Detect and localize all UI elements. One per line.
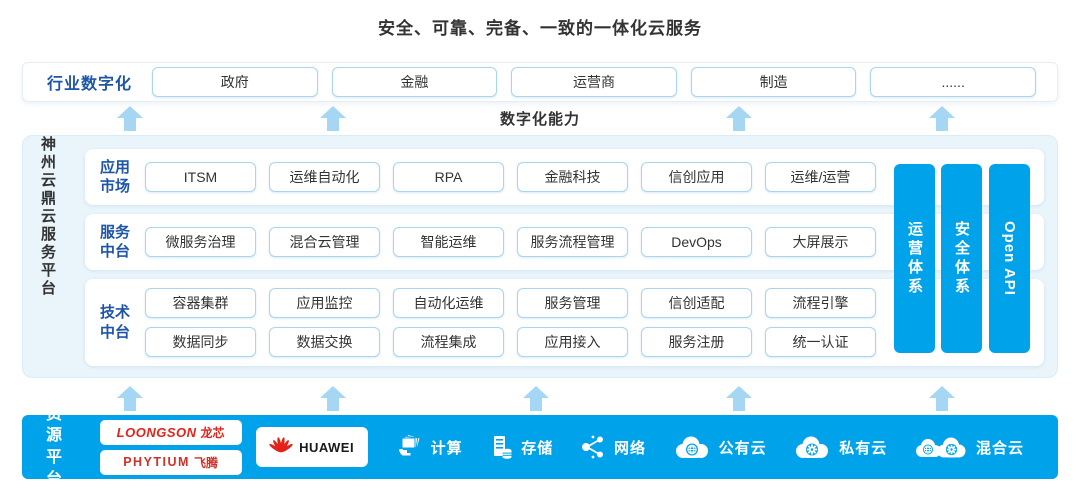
resource-storage: 存储 bbox=[488, 433, 553, 461]
row-label-tech-platform: 技术中台 bbox=[99, 304, 130, 341]
phytium-wordmark: PHYTIUM bbox=[123, 455, 190, 469]
module-microservice-governance: 微服务治理 bbox=[145, 227, 256, 257]
module-xinchuang-app: 信创应用 bbox=[641, 162, 752, 192]
resource-bar-label: 资源平台 bbox=[46, 405, 64, 488]
loongson-cn-label: 龙芯 bbox=[200, 425, 225, 440]
up-arrow-icon bbox=[929, 106, 955, 132]
up-arrow-icon bbox=[117, 106, 143, 132]
module-automated-ops: 自动化运维 bbox=[393, 288, 504, 318]
row-app-market: 应用市场 ITSM 运维自动化 RPA 金融科技 信创应用 运维/运营 bbox=[85, 149, 1044, 205]
up-arrow-icon bbox=[523, 386, 549, 412]
module-itsm: ITSM bbox=[145, 162, 256, 192]
loongson-wordmark: LOONGSON bbox=[116, 424, 197, 440]
resource-private-cloud: 私有云 bbox=[792, 434, 887, 461]
module-app-access: 应用接入 bbox=[517, 327, 628, 357]
phytium-logo: PHYTIUM 飞腾 bbox=[99, 449, 242, 475]
phytium-cn-label: 飞腾 bbox=[193, 455, 218, 470]
resource-items: 计算 bbox=[368, 433, 1058, 461]
module-rpa: RPA bbox=[393, 162, 504, 192]
vendor-logos: LOONGSON 龙芯 PHYTIUM 飞腾 bbox=[99, 419, 242, 475]
huawei-flower-icon bbox=[269, 437, 293, 453]
module-data-sync: 数据同步 bbox=[145, 327, 256, 357]
module-unified-auth: 统一认证 bbox=[765, 327, 876, 357]
up-arrow-icon bbox=[726, 386, 752, 412]
public-cloud-icon bbox=[675, 436, 708, 458]
platform-side-label: 神州云鼎云服务平台 bbox=[39, 136, 56, 298]
platform-rows: 应用市场 ITSM 运维自动化 RPA 金融科技 信创应用 运维/运营 服务中台… bbox=[85, 149, 1044, 375]
module-ops-automation: 运维自动化 bbox=[269, 162, 380, 192]
module-service-process-mgmt: 服务流程管理 bbox=[517, 227, 628, 257]
module-devops: DevOps bbox=[641, 227, 752, 257]
up-arrow-icon bbox=[726, 106, 752, 132]
industry-item-finance: 金融 bbox=[331, 67, 498, 97]
pillar-open-api: Open API bbox=[989, 164, 1030, 353]
pillar-security-system: 安全体系 bbox=[941, 164, 982, 353]
digital-capability-label: 数字化能力 bbox=[499, 111, 581, 128]
page-title: 安全、可靠、完备、一致的一体化云服务 bbox=[378, 19, 702, 38]
up-arrow-icon bbox=[320, 386, 346, 412]
module-hybrid-cloud-mgmt: 混合云管理 bbox=[269, 227, 380, 257]
row-tech-platform: 技术中台 容器集群 应用监控 自动化运维 服务管理 信创适配 流程引擎 数据同步… bbox=[85, 279, 1044, 366]
platform-panel: 神州云鼎云服务平台 应用市场 ITSM 运维自动化 RPA 金融科技 信创应用 … bbox=[22, 135, 1058, 378]
module-aiops: 智能运维 bbox=[393, 227, 504, 257]
up-arrow-icon bbox=[320, 106, 346, 132]
module-service-mgmt: 服务管理 bbox=[517, 288, 628, 318]
row-label-app-market: 应用市场 bbox=[99, 158, 130, 196]
up-arrow-icon bbox=[929, 386, 955, 412]
industry-item-more: ...... bbox=[870, 67, 1036, 97]
module-ops-operation: 运维/运营 bbox=[765, 162, 876, 192]
row-label-service-platform: 服务中台 bbox=[99, 223, 130, 261]
industry-item-manufacturing: 制造 bbox=[690, 67, 857, 97]
row-service-platform: 服务中台 微服务治理 混合云管理 智能运维 服务流程管理 DevOps 大屏展示 bbox=[85, 214, 1044, 270]
huawei-logo: HUAWEI bbox=[255, 427, 368, 467]
pillar-operation-system: 运营体系 bbox=[894, 164, 935, 353]
module-fintech: 金融科技 bbox=[517, 162, 628, 192]
resource-bar: 资源平台 LOONGSON 龙芯 PHYTIUM 飞腾 bbox=[22, 406, 1058, 488]
industry-item-government: 政府 bbox=[152, 67, 318, 97]
module-process-integration: 流程集成 bbox=[393, 327, 504, 357]
module-app-monitoring: 应用监控 bbox=[269, 288, 380, 318]
resource-network: 网络 bbox=[579, 434, 646, 460]
resource-hybrid-cloud: 混合云 bbox=[913, 434, 1024, 461]
module-xinchuang-adaptation: 信创适配 bbox=[641, 288, 752, 318]
compute-icon bbox=[398, 434, 420, 456]
module-service-registry: 服务注册 bbox=[641, 327, 752, 357]
resource-compute: 计算 bbox=[396, 433, 463, 461]
private-cloud-icon bbox=[796, 436, 829, 458]
industry-bar: 行业数字化 政府 金融 运营商 制造 ...... bbox=[22, 62, 1058, 102]
industry-bar-label: 行业数字化 bbox=[47, 76, 133, 93]
module-data-exchange: 数据交换 bbox=[269, 327, 380, 357]
module-container-cluster: 容器集群 bbox=[145, 288, 256, 318]
loongson-logo: LOONGSON 龙芯 bbox=[99, 419, 242, 445]
up-arrow-icon bbox=[117, 386, 143, 412]
network-icon bbox=[581, 435, 603, 459]
resource-public-cloud: 公有云 bbox=[672, 434, 767, 461]
huawei-wordmark: HUAWEI bbox=[299, 439, 355, 455]
module-process-engine: 流程引擎 bbox=[765, 288, 876, 318]
hybrid-cloud-icon bbox=[915, 437, 966, 457]
module-dashboard: 大屏展示 bbox=[765, 227, 876, 257]
industry-item-carrier: 运营商 bbox=[511, 67, 677, 97]
storage-icon bbox=[494, 436, 512, 459]
